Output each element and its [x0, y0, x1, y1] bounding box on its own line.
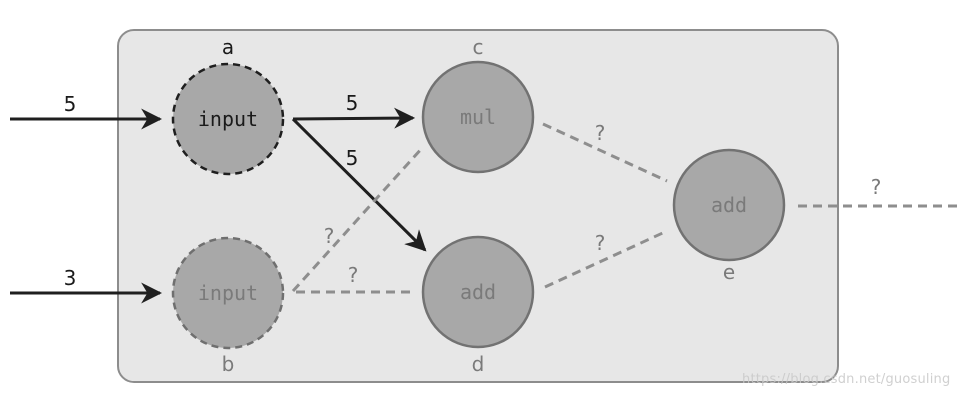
node-c-id-label: c	[473, 35, 484, 59]
edge-a-to-d	[291, 117, 427, 252]
edge-e-output-value: ?	[871, 175, 882, 199]
node-c-op-label: mul	[460, 105, 496, 129]
node-b-op-label: input	[198, 281, 258, 305]
edge-d-to-e-value: ?	[595, 231, 606, 255]
input-b-value: 3	[64, 266, 77, 290]
edge-a-to-c-value: 5	[346, 91, 359, 115]
node-e	[672, 148, 786, 262]
edge-c-to-e	[542, 122, 668, 183]
node-e-op-label: add	[711, 193, 747, 217]
edge-a-to-c	[292, 107, 416, 129]
node-a-op-label: input	[198, 107, 258, 131]
node-a-id-label: a	[222, 35, 234, 59]
edge-b-to-d-value: ?	[348, 263, 359, 287]
watermark-text: https://blog.csdn.net/guosuling	[742, 372, 951, 387]
node-b-id-label: b	[222, 352, 235, 376]
edge-b-to-c-value: ?	[324, 224, 335, 248]
node-c	[421, 60, 535, 174]
node-a	[171, 62, 285, 176]
input-a-value: 5	[64, 92, 77, 116]
edge-d-to-e	[544, 229, 668, 289]
edge-a-to-d-value: 5	[346, 146, 359, 170]
node-d	[421, 235, 535, 349]
node-d-op-label: add	[460, 280, 496, 304]
node-b	[171, 236, 285, 350]
edge-c-to-e-value: ?	[595, 121, 606, 145]
edge-b-to-c	[291, 145, 425, 293]
node-d-id-label: d	[472, 352, 485, 376]
node-e-id-label: e	[723, 260, 735, 284]
